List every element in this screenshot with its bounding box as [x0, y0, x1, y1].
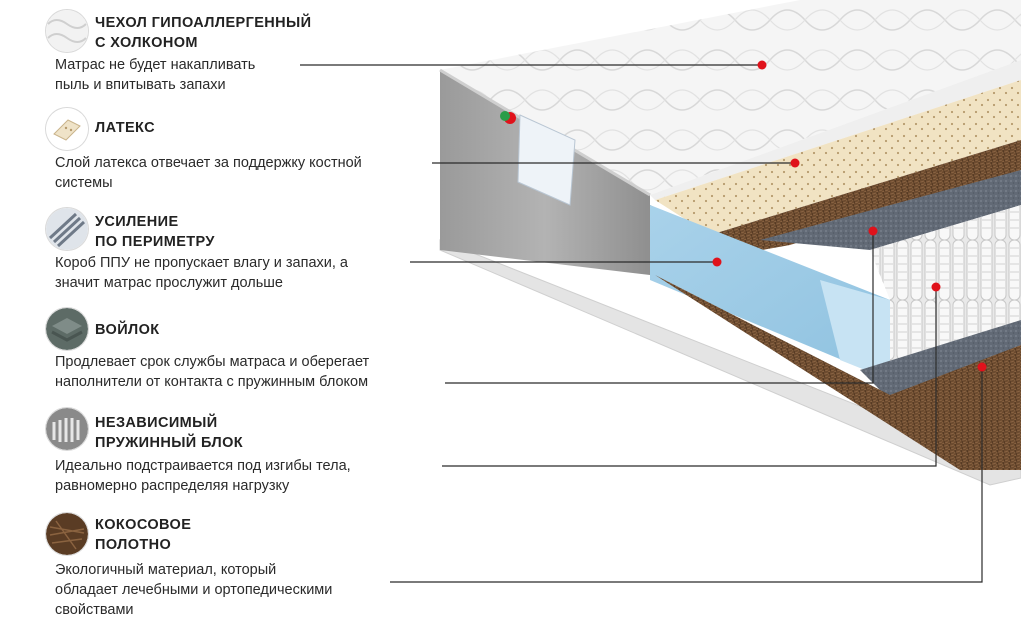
callout-dot-cover: [757, 60, 767, 70]
feature-description: Короб ППУ не пропускает влагу и запахи, …: [55, 255, 348, 291]
callout-dot-springs: [931, 282, 941, 292]
mattress-illustration: [439, 0, 1021, 486]
coconut-coir-icon: [46, 513, 88, 555]
callout-dots: [712, 60, 987, 372]
callout-dot-felt: [868, 226, 878, 236]
perimeter-icon: [46, 208, 88, 250]
callout-dot-latex: [790, 158, 800, 168]
leader-line-coir: [390, 367, 983, 583]
feature-title: ВОЙЛОК: [95, 322, 160, 338]
feature-description: Слой латекса отвечает за поддержку костн…: [55, 155, 362, 191]
latex-icon: [46, 108, 88, 150]
spring-block-icon: [46, 408, 88, 450]
feature-title: ЛАТЕКС: [95, 120, 155, 136]
quilted-cover-icon: [46, 10, 88, 52]
feature-description: Продлевает срок службы матраса и оберега…: [55, 354, 370, 390]
leader-line-springs: [442, 287, 937, 467]
callout-dot-coir: [977, 362, 987, 372]
callout-dot-perimeter: [712, 257, 722, 267]
leader-lines: [300, 64, 983, 583]
felt-icon: [46, 308, 88, 350]
leader-line-felt: [445, 231, 874, 384]
feature-description: Идеально подстраивается под изгибы тела,…: [55, 458, 351, 494]
